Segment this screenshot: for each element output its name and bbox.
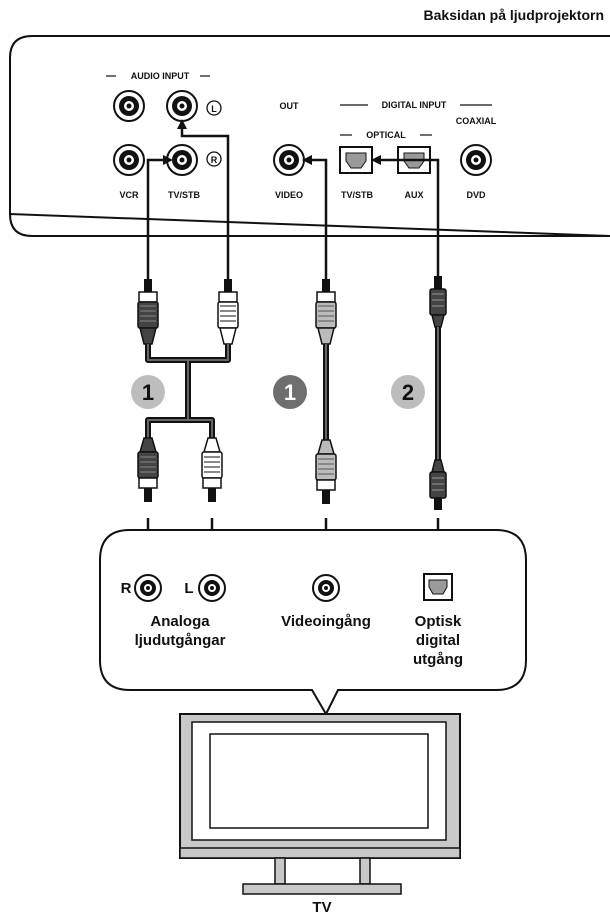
video-label: VIDEO: [275, 190, 303, 200]
step-badge-audio: 1: [131, 375, 165, 409]
left-marker: L: [206, 100, 222, 116]
optical-label: OPTICAL: [366, 130, 406, 140]
rca-plug-black-top: [137, 279, 159, 345]
optical-plug-top: [429, 276, 447, 328]
optical-port-tvstb: [339, 146, 373, 174]
tv-l-label: L: [184, 580, 193, 597]
optical-output-line2: digital: [416, 632, 460, 649]
svg-text:R: R: [211, 155, 218, 165]
header-title: Baksidan på ljudprojektorn: [424, 7, 604, 23]
tv-video-jack: [312, 574, 340, 602]
step-badge-optical: 2: [391, 375, 425, 409]
svg-text:L: L: [211, 104, 217, 114]
optical-output-line3: utgång: [413, 651, 463, 668]
svg-text:1: 1: [142, 380, 154, 405]
video-plug-bottom: [315, 439, 337, 504]
tv-audio-jack-l: [198, 574, 226, 602]
rca-jack-top-left: [113, 90, 145, 122]
audio-input-label: AUDIO INPUT: [131, 71, 190, 81]
rca-jack-audio-l: [166, 90, 198, 122]
rca-plug-white-top: [217, 279, 239, 345]
video-input-label: Videoingång: [281, 613, 371, 630]
right-marker: R: [206, 151, 222, 167]
svg-text:1: 1: [284, 380, 296, 405]
rca-jack-audio-r: [166, 144, 198, 176]
digital-input-header: DIGITAL INPUT: [340, 100, 492, 110]
rca-plug-black-bottom: [137, 437, 159, 502]
tvstb-audio-label: TV/STB: [168, 190, 201, 200]
rca-jack-vcr: [113, 144, 145, 176]
vcr-label: VCR: [119, 190, 139, 200]
step-badge-video: 1: [273, 375, 307, 409]
analog-label-line2: ljudutgångar: [135, 632, 226, 649]
coaxial-jack-dvd: [460, 144, 492, 176]
tv-optical-port: [423, 573, 453, 601]
optical-plug-bottom: [429, 459, 447, 510]
optical-output-line1: Optisk: [415, 613, 462, 630]
optical-header: OPTICAL: [340, 130, 432, 140]
out-label: OUT: [280, 101, 300, 111]
audio-cable-lines-top: [146, 119, 440, 280]
audio-y-cable: [145, 344, 231, 438]
rca-jack-video-out: [273, 144, 305, 176]
tv-label: TV: [312, 899, 331, 916]
optical-tvstb-label: TV/STB: [341, 190, 374, 200]
video-plug-top: [315, 279, 337, 345]
aux-label: AUX: [404, 190, 423, 200]
svg-text:2: 2: [402, 380, 414, 405]
digital-input-label: DIGITAL INPUT: [382, 100, 447, 110]
dvd-label: DVD: [466, 190, 486, 200]
rca-plug-white-bottom: [201, 437, 223, 502]
projector-panel: [8, 35, 610, 237]
coaxial-label: COAXIAL: [456, 116, 497, 126]
tv-r-label: R: [121, 580, 132, 597]
tv-audio-jack-r: [134, 574, 162, 602]
analog-label-line1: Analoga: [150, 613, 210, 630]
tv-set: [179, 713, 461, 895]
audio-input-header: AUDIO INPUT: [106, 71, 210, 81]
